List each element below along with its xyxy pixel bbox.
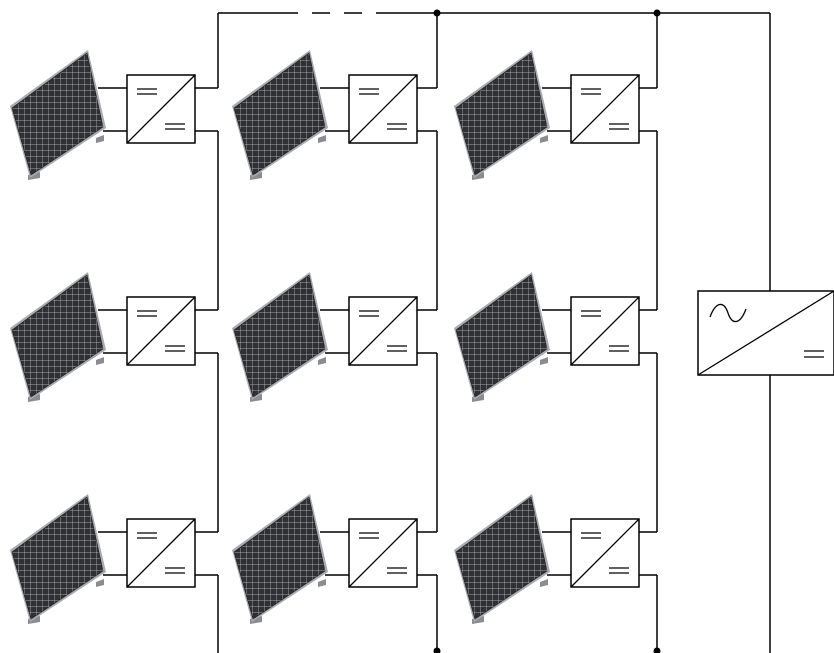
dc-dc-converter-icon bbox=[348, 518, 418, 588]
solar-panel-icon bbox=[232, 50, 328, 180]
solar-panel-icon bbox=[232, 272, 328, 402]
solar-panel-icon bbox=[454, 494, 550, 624]
junction-dot bbox=[433, 9, 441, 17]
dc-ac-inverter-icon bbox=[697, 290, 834, 376]
dc-dc-converter-icon bbox=[570, 74, 640, 144]
junction-dot bbox=[653, 9, 661, 17]
ac-symbol-icon bbox=[709, 303, 747, 323]
dc-dc-converter-icon bbox=[570, 296, 640, 366]
dc-dc-converter-icon bbox=[348, 296, 418, 366]
dc-dc-converter-icon bbox=[126, 518, 196, 588]
inverter bbox=[697, 290, 834, 376]
solar-panel-icon bbox=[454, 50, 550, 180]
junction-dot bbox=[433, 647, 441, 653]
dc-dc-converter-icon bbox=[126, 74, 196, 144]
solar-panel-icon bbox=[454, 272, 550, 402]
solar-panel-icon bbox=[10, 494, 106, 624]
solar-panel-icon bbox=[10, 272, 106, 402]
dc-dc-converter-icon bbox=[348, 74, 418, 144]
junctions bbox=[433, 9, 661, 653]
dc-dc-converter-icon bbox=[570, 518, 640, 588]
junction-dot bbox=[653, 647, 661, 653]
pv-panels bbox=[10, 50, 550, 624]
solar-panel-icon bbox=[10, 50, 106, 180]
dc-dc-converters bbox=[126, 74, 640, 588]
dc-dc-converter-icon bbox=[126, 296, 196, 366]
wiring bbox=[98, 12, 771, 653]
solar-panel-icon bbox=[232, 494, 328, 624]
